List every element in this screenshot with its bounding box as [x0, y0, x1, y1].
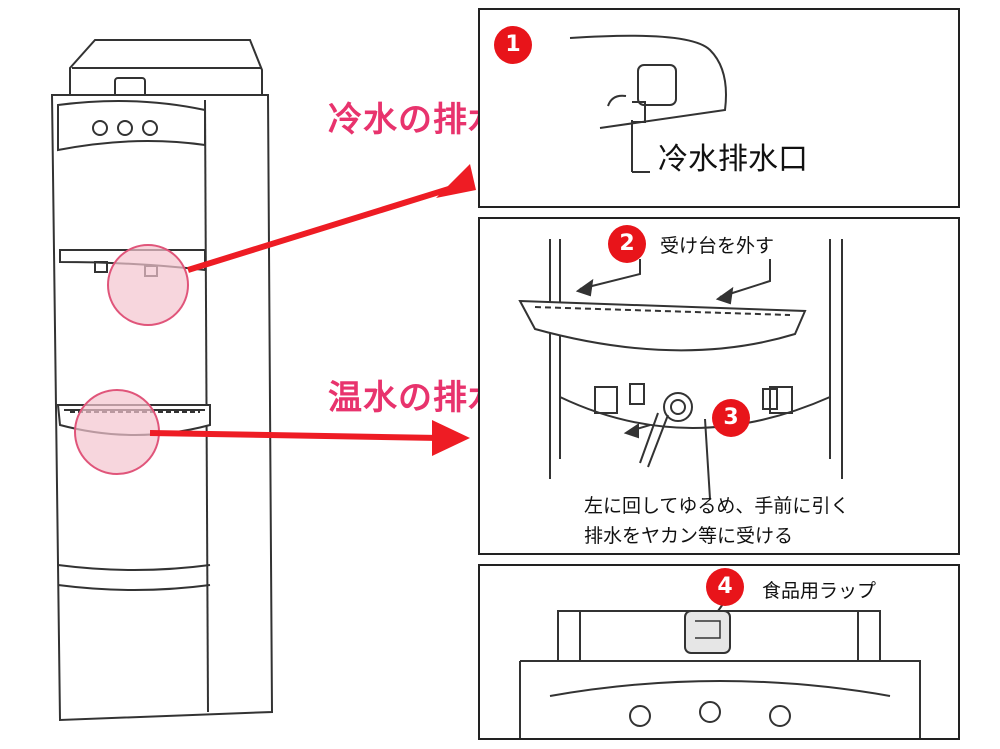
top-cover-drawing: [519, 593, 921, 738]
step-3-caption-line-1: 左に回してゆるめ、手前に引く: [584, 495, 850, 517]
step-1-caption: 冷水排水口: [658, 142, 808, 177]
step-2-caption: 受け台を外す: [660, 235, 775, 257]
step-4-caption: 食品用ラップ: [762, 580, 877, 602]
step-4-badge: 4: [706, 568, 744, 606]
cold-outlet-highlight: [107, 244, 189, 326]
arrow-to-panel-1: [187, 164, 476, 273]
cold-outlet-drawing: [569, 34, 727, 173]
step-2-3-panel: 2 受け台を外す 3 左に回してゆるめ、手前に引く 排水をヤカン等に受ける: [478, 217, 960, 555]
step-3-caption-line-2: 排水をヤカン等に受ける: [584, 525, 794, 547]
step-2-badge: 2: [608, 225, 646, 263]
tray-removal-drawing: [518, 239, 843, 500]
cold-drain-label: 冷水の排水: [328, 100, 503, 140]
hot-drain-label: 温水の排水: [328, 378, 503, 418]
step-4-panel: 4 食品用ラップ: [478, 564, 960, 740]
hot-outlet-highlight: [74, 389, 160, 475]
step-3-badge: 3: [712, 399, 750, 437]
step-1-badge: 1: [494, 26, 532, 64]
step-1-panel: 1 冷水排水口: [478, 8, 960, 208]
arrow-to-panel-3: [149, 420, 470, 456]
